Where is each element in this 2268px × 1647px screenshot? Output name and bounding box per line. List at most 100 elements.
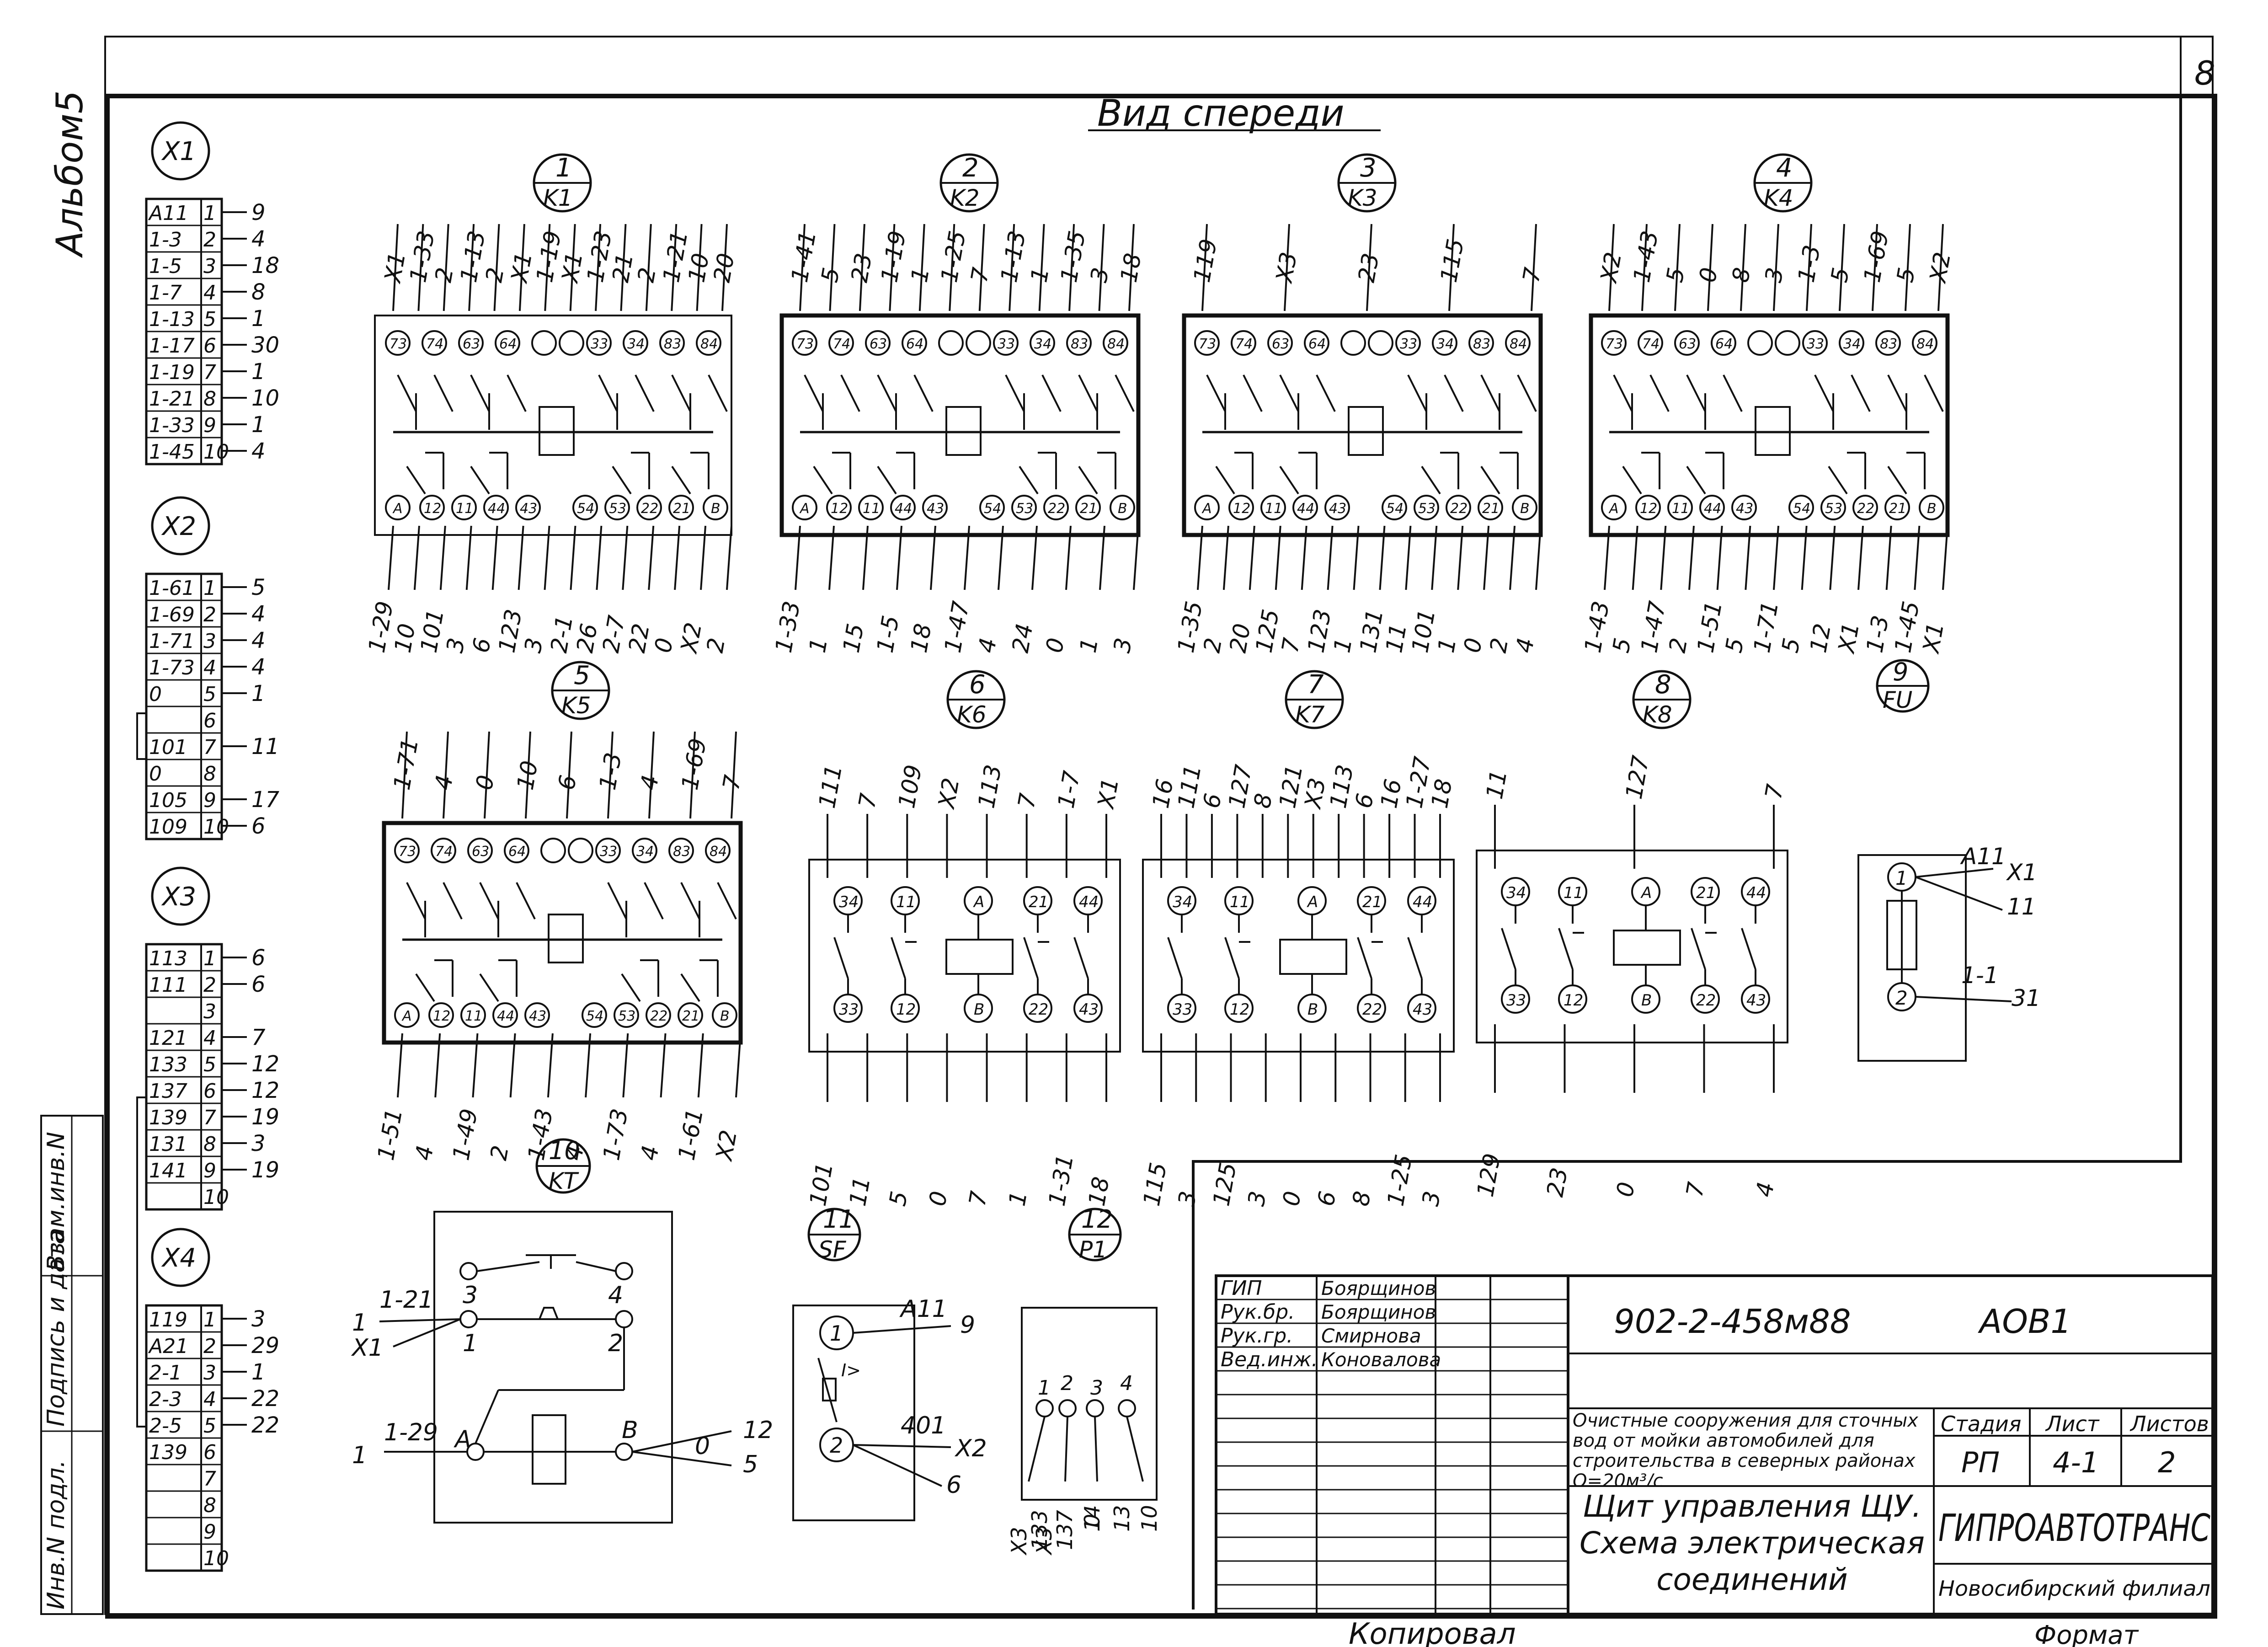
plug-pin-1: 1	[1038, 1376, 1051, 1400]
relay-k5-top-wire: 1-71	[389, 736, 424, 792]
relay-k3-bottom-wire: 20	[1225, 621, 1256, 655]
relay-k4-pin-top: 34	[1843, 336, 1861, 352]
relay-k8-badge: 8K8	[1632, 670, 1692, 729]
relay-k6-pin-bottom: 22	[1029, 1000, 1048, 1019]
relay-k2-pin-top: 83	[1071, 336, 1088, 352]
terminal-dest: 1	[251, 681, 266, 706]
relay-k8-pin-bottom: B	[1641, 991, 1652, 1010]
terminal-num: 5	[203, 683, 216, 706]
relay-k1-pin-bottom: 22	[641, 501, 658, 517]
relay-k1-pin-bottom: 21	[673, 501, 690, 517]
tb-name: Коновалова	[1321, 1348, 1441, 1371]
relay-k4-top-wire: 5	[1661, 266, 1690, 284]
breaker-pin-1: 1	[830, 1321, 843, 1346]
relay-k8-pin-bottom: 22	[1696, 991, 1716, 1010]
relay-k4-top-wire: X2	[1924, 250, 1956, 286]
relay-k1-bottom-wire: 6	[467, 636, 496, 655]
relay-k5-bottom-wire: 1-73	[598, 1107, 633, 1162]
relay-k3-bottom-wire: 2	[1485, 636, 1514, 655]
timer-right-wire-2: 0	[695, 1433, 710, 1460]
relay-k8-pin-top: 11	[1564, 884, 1583, 902]
relay-k4-pin-bottom: 53	[1825, 501, 1842, 517]
terminal-wire: 1-73	[149, 656, 195, 679]
relay-k8-bottom-wire: 129	[1472, 1151, 1506, 1199]
relay-k4-pin-top: 73	[1606, 336, 1623, 352]
relay-k1-badge: 1K1	[533, 153, 592, 213]
relay-k3-bottom-wire: 7	[1276, 636, 1305, 655]
relay-k7-bottom-wire: 3	[1173, 1189, 1202, 1208]
terminal-dest: 1	[251, 412, 266, 438]
relay-k1-pin-top: 63	[463, 336, 480, 352]
breaker-wire-3: 401	[901, 1412, 946, 1439]
relay-k3-pin-bottom: 21	[1482, 501, 1500, 517]
relay-k4-top-wire: 1-69	[1859, 229, 1894, 284]
relay-k6-top-wire: X1	[1092, 776, 1124, 812]
relay-k7-bottom-wire: 0	[1278, 1189, 1307, 1208]
relay-k1-top-wire: 2	[480, 266, 509, 284]
relay-k5-pin-bottom: 22	[650, 1008, 667, 1024]
terminal-wire: 105	[149, 789, 187, 812]
relay-k3-pin-bottom: B	[1520, 501, 1530, 517]
relay-k5-pin-bottom: B	[720, 1008, 730, 1024]
relay-k4-pin-bottom: 54	[1793, 501, 1810, 517]
terminal-dest: 19	[251, 1104, 279, 1130]
relay-k4-top-wire: 8	[1727, 266, 1756, 284]
relay-k1-pin-top: 33	[591, 336, 608, 352]
terminal-num: 7	[203, 1467, 216, 1491]
relay-k6-badge: 6K6	[946, 670, 1006, 729]
terminal-block-label: X1	[161, 137, 196, 166]
relay-k5-bottom-wire: 1-51	[373, 1107, 408, 1162]
timer-pin-3: 3	[463, 1282, 478, 1309]
relay-k2-bottom-wire: 1	[804, 636, 833, 655]
relay-k6-top-wire: 7	[854, 791, 882, 810]
terminal-dest: 10	[251, 385, 279, 411]
terminal-dest: 30	[251, 332, 279, 358]
relay-k1-pin-top: 84	[700, 336, 718, 352]
terminal-dest: 4	[251, 438, 266, 464]
terminal-wire: A11	[148, 202, 188, 225]
relay-k2-badge: 2K2	[939, 153, 999, 213]
plug-wire-6: 0	[1080, 1514, 1105, 1527]
relay-k4-pin-bottom: 11	[1672, 501, 1689, 517]
terminal-num: 1	[203, 947, 216, 970]
relay-k8-bottom-wire: 7	[1681, 1180, 1710, 1199]
relay-k5-pin-top: 83	[673, 844, 690, 860]
relay-k7-top-wire: 18	[1426, 777, 1457, 810]
relay-k5-top-wire: 1-69	[677, 736, 712, 792]
relay-k4-bottom-wire: 5	[1720, 636, 1749, 655]
fuse-fu: 9 FU 1 2 A11 X1 11 1-1 31	[1857, 658, 2041, 1062]
terminal-dest: 4	[251, 654, 266, 680]
terminal-num: 4	[203, 1388, 216, 1411]
relay-k1-top-wire: 10	[683, 251, 714, 284]
plug-wire-2: 133	[1027, 1510, 1052, 1550]
relay-k7-pin-top: A	[1307, 893, 1318, 911]
plug-p1: 12 P1 1 2 3 4 X3 133 X3 137 14 0 13 10	[1007, 1205, 1162, 1556]
terminal-num: 1	[203, 577, 216, 600]
view-title: Вид спереди	[1097, 92, 1344, 134]
relay-k8-pin-top: 44	[1746, 884, 1766, 902]
relay-k2-top-wire: 5	[816, 266, 845, 284]
sheets-head: Листов	[2129, 1412, 2209, 1436]
relay-k1-top-wire: 2	[633, 266, 662, 284]
relay-k5-pin-top: 74	[435, 844, 453, 860]
relay-k2-bottom-wire: 24	[1007, 621, 1038, 655]
terminal-dest: 6	[251, 945, 266, 971]
relay-k7-bottom-wire: 3	[1417, 1189, 1446, 1208]
terminal-wire: 1-13	[149, 308, 195, 331]
relay-k1-bottom-wire: 2-7	[598, 613, 630, 655]
relay-k5-top-wire: 4	[430, 773, 459, 792]
relay-k5-top-wire: 4	[635, 773, 664, 792]
relay-k2-code: K2	[950, 185, 980, 211]
relay-k3-bottom-wire: 1	[1433, 636, 1462, 655]
relay-k2-top-wire: 3	[1085, 266, 1114, 284]
plug-pin-4: 4	[1120, 1372, 1133, 1395]
relay-k5-pin-top: 63	[472, 844, 489, 860]
relay-k8-pin-bottom: 43	[1746, 991, 1766, 1010]
terminal-dest: 17	[251, 787, 280, 813]
relay-k1-pin-top: 34	[627, 336, 645, 352]
terminal-block-label: X2	[161, 512, 196, 541]
relay-k4-pin-bottom: 44	[1704, 501, 1721, 517]
relay-k5-pin-bottom: 44	[497, 1008, 514, 1024]
relay-k7-pin-top: 11	[1230, 893, 1249, 911]
terminal-wire: 139	[149, 1106, 187, 1129]
